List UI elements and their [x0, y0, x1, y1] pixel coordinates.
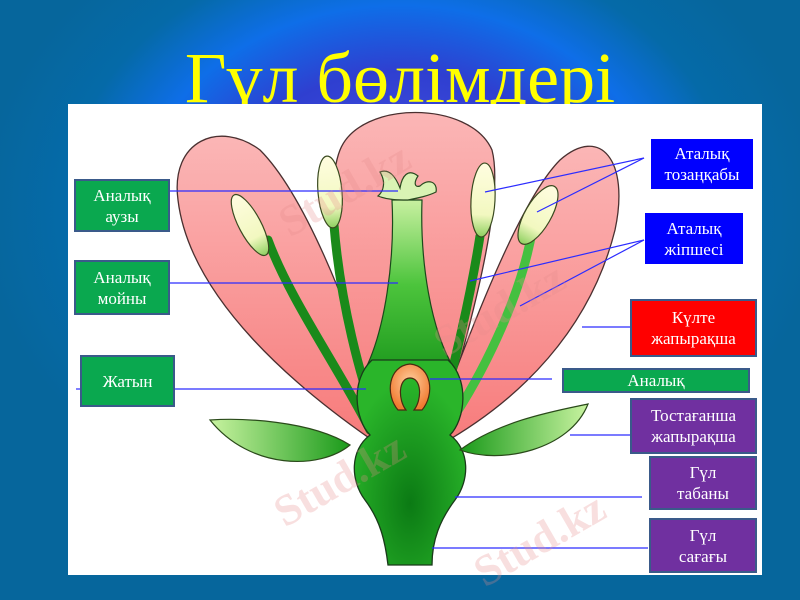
label-style-line1: Аналық	[93, 267, 151, 287]
label-stigma: Аналық аузы	[74, 179, 170, 232]
label-sepal: Тостағанша жапырақша	[630, 398, 757, 454]
label-pistil-line1: Аналық	[627, 371, 685, 390]
label-style: Аналық мойны	[74, 260, 170, 315]
label-petal-line1: Күлте	[671, 308, 716, 327]
sepal-right	[458, 403, 589, 457]
label-ovary-line1: Жатын	[102, 371, 153, 391]
label-receptacle-line1: Гүл	[689, 463, 717, 482]
anther-3	[470, 162, 496, 238]
ovule	[389, 363, 431, 411]
label-petal: Күлте жапырақша	[630, 299, 757, 357]
stigma	[376, 170, 437, 201]
label-ovary: Жатын	[80, 355, 175, 407]
label-pedicel: Гүл сағағы	[649, 518, 757, 573]
label-sepal-line1: Тостағанша	[650, 406, 736, 425]
label-stigma-line2: аузы	[105, 206, 139, 226]
label-pistil: Аналық	[562, 368, 750, 393]
label-pedicel-line1: Гүл	[689, 525, 717, 545]
label-style-line2: мойны	[97, 288, 147, 308]
label-petal-line2: жапырақша	[651, 329, 736, 348]
label-filament-line2: жіпшесі	[664, 239, 724, 259]
label-receptacle-line2: табаны	[677, 484, 729, 503]
ovary	[353, 359, 467, 566]
label-filament-line1: Аталық	[666, 218, 722, 238]
label-filament: Аталық жіпшесі	[645, 213, 743, 264]
label-stigma-line1: Аналық	[93, 185, 151, 205]
anther-1	[230, 193, 270, 257]
flower-illustration	[76, 112, 648, 566]
label-anther: Аталық тозаңқабы	[651, 139, 753, 189]
label-anther-line2: тозаңқабы	[664, 165, 740, 184]
label-sepal-line2: жапырақша	[651, 427, 736, 446]
leader-lines	[76, 157, 648, 549]
sepal-left	[208, 418, 352, 462]
label-receptacle: Гүл табаны	[649, 456, 757, 510]
label-anther-line1: Аталық	[674, 144, 730, 163]
anther-4	[517, 185, 559, 245]
label-pedicel-line2: сағағы	[678, 546, 728, 566]
